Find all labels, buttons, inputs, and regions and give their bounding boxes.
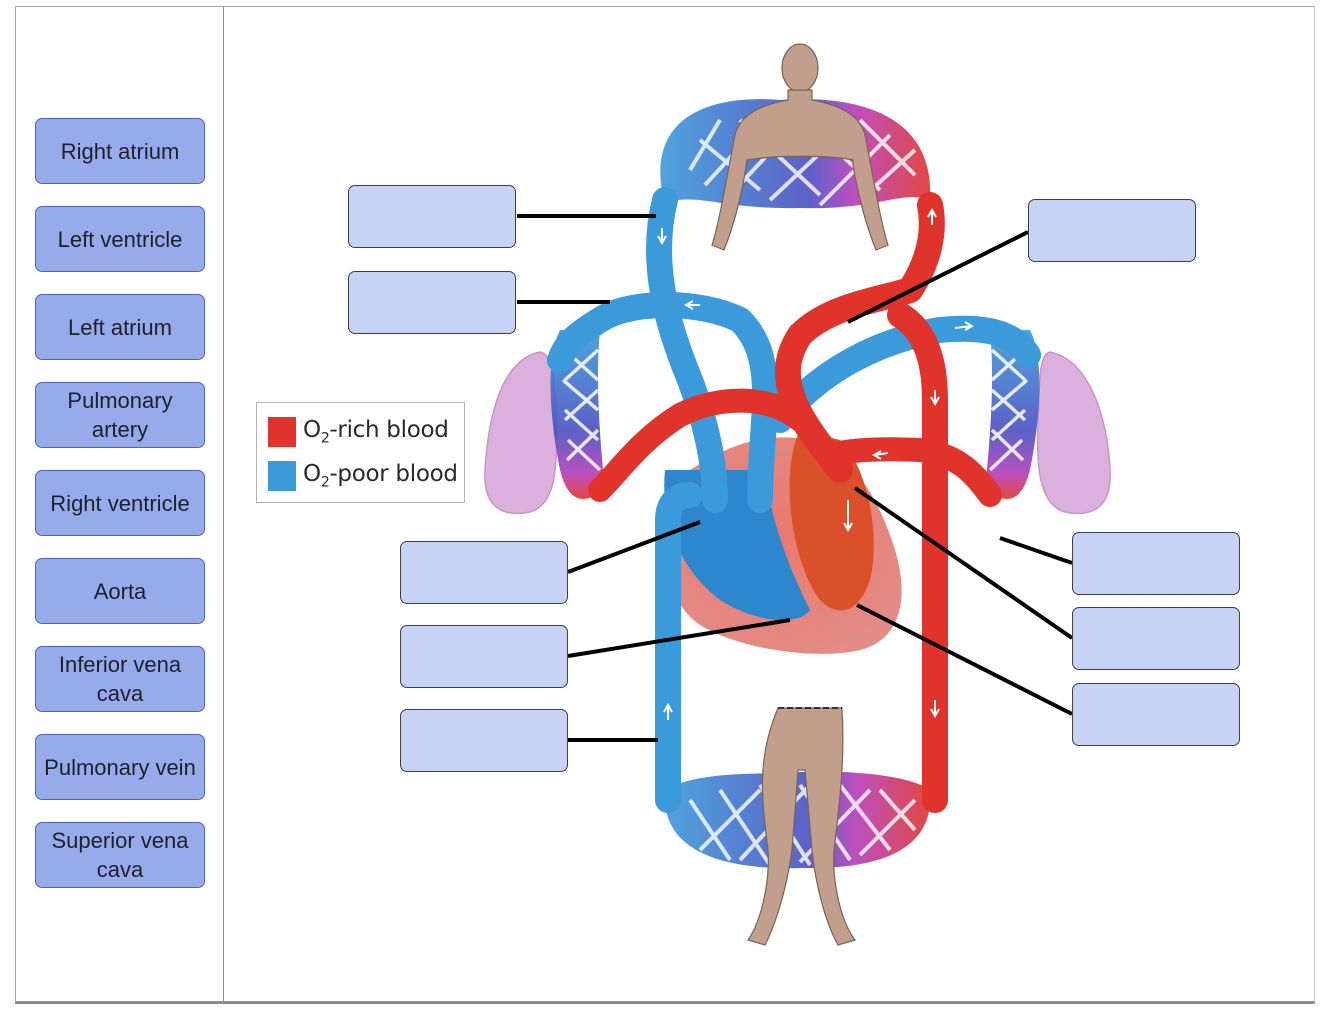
legend-swatch-blue [268,461,296,491]
label-tile-right-ventricle[interactable]: Right ventricle [35,470,205,536]
label-tile-right-atrium[interactable]: Right atrium [35,118,205,184]
superior-vena-cava-vessel [646,187,728,513]
drop-target-right-lower-3[interactable] [1072,683,1240,746]
pulmonary-vein-left-vessel [588,388,812,502]
drop-target-left-mid-3[interactable] [400,709,568,772]
drop-target-left-mid-2[interactable] [400,625,568,688]
human-lower-body [747,707,856,946]
lower-body-capillaries [664,771,931,869]
aorta-descending-vessel [887,302,948,813]
label-tile-aorta[interactable]: Aorta [35,558,205,624]
drop-target-left-mid-1[interactable] [400,541,568,604]
pulmonary-vein-right-vessel [818,437,1002,507]
label-bank [15,6,224,1001]
flow-arrows [657,207,975,720]
leader-lines [517,214,1074,742]
legend-entry-oxygen-rich: O2-rich blood [268,417,449,447]
pulmonary-artery-right-vessel [767,315,1041,433]
legend-swatch-red [268,417,296,447]
legend-entry-oxygen-poor: O2-poor blood [268,461,458,491]
label-tile-left-ventricle[interactable]: Left ventricle [35,206,205,272]
inferior-vena-cava-vessel [655,482,703,813]
drop-target-right-lower-1[interactable] [1072,532,1240,595]
right-lung [1036,351,1111,515]
human-upper-body [711,43,889,251]
drop-target-right-upper[interactable] [1028,199,1196,262]
label-tile-pulmonary-vein[interactable]: Pulmonary vein [35,734,205,800]
legend: O2-rich blood O2-poor blood [256,402,465,503]
drop-target-left-upper-2[interactable] [348,271,516,334]
left-lung [484,351,558,515]
drop-target-right-lower-2[interactable] [1072,607,1240,670]
label-tile-left-atrium[interactable]: Left atrium [35,294,205,360]
drop-target-left-upper-1[interactable] [348,185,516,248]
